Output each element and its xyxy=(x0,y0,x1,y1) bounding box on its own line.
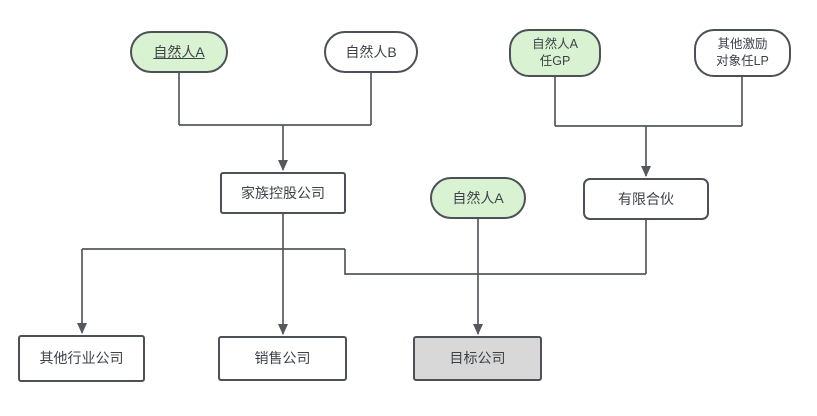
node-person-b: 自然人B xyxy=(324,31,418,73)
node-person-a-top-label: 自然人A xyxy=(153,43,205,60)
node-incentive-lp-label: 其他激励 对象任LP xyxy=(716,37,769,68)
node-person-a-mid-label: 自然人A xyxy=(452,189,504,206)
node-sales-company: 销售公司 xyxy=(218,336,347,381)
node-other-industry-label: 其他行业公司 xyxy=(39,350,124,367)
node-other-industry: 其他行业公司 xyxy=(18,335,145,382)
edge-bus-step xyxy=(344,249,646,275)
node-limited-partnership-label: 有限合伙 xyxy=(618,190,674,207)
node-target-company: 目标公司 xyxy=(413,336,542,381)
node-family-holding: 家族控股公司 xyxy=(220,172,346,214)
node-person-b-label: 自然人B xyxy=(345,43,397,60)
node-incentive-lp: 其他激励 对象任LP xyxy=(694,29,791,77)
node-limited-partnership: 有限合伙 xyxy=(583,178,709,220)
node-person-a-gp: 自然人A 任GP xyxy=(509,29,601,77)
node-person-a-gp-label: 自然人A 任GP xyxy=(532,37,578,68)
node-sales-company-label: 销售公司 xyxy=(254,350,311,367)
node-family-holding-label: 家族控股公司 xyxy=(241,184,325,201)
node-person-a-mid: 自然人A xyxy=(430,177,526,219)
node-person-a-top: 自然人A xyxy=(130,31,228,73)
node-target-company-label: 目标公司 xyxy=(449,350,506,367)
